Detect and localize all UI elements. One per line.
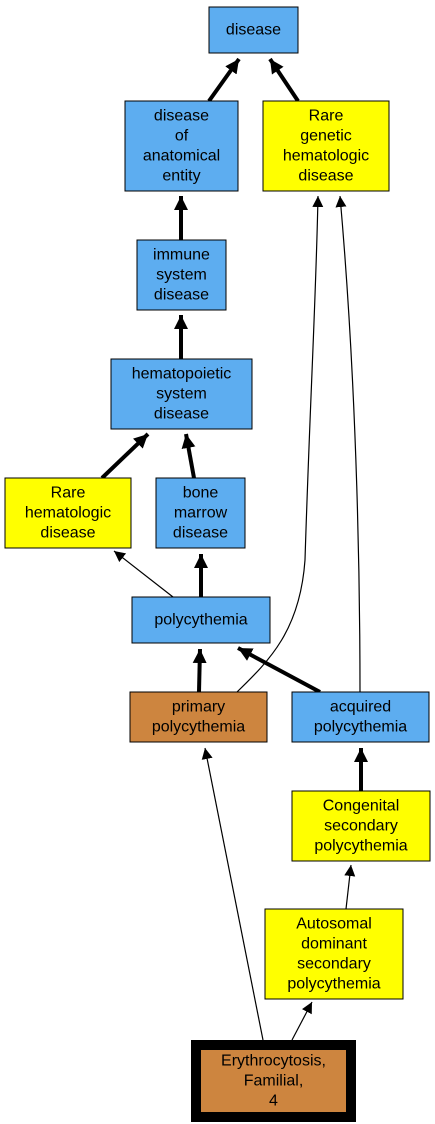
node-label-line: polycythemia (154, 612, 247, 629)
edge-erythrocytosis-familial-4-to-autosomal-dominant-secondary-polycythemia (291, 1001, 313, 1041)
node-label-line: disease (298, 168, 353, 185)
node-label-line: marrow (174, 505, 228, 522)
node-box (136, 239, 227, 311)
node-box (262, 100, 390, 192)
node-congenital-secondary-polycythemia[interactable]: Congenital secondary polycythemia (291, 790, 431, 862)
node-box (131, 596, 271, 644)
node-label-line: immune (153, 247, 210, 264)
node-label-line: disease (154, 406, 209, 423)
node-label-line: acquired (330, 699, 391, 716)
edge-rare-genetic-hematologic-disease-to-disease (268, 57, 300, 103)
edges-layer (100, 57, 368, 1041)
node-immune-system-disease[interactable]: immune system disease (136, 239, 227, 311)
node-label-line: Congenital (323, 798, 400, 815)
node-box (155, 477, 246, 549)
node-bone-marrow-disease[interactable]: bone marrow disease (155, 477, 246, 549)
node-label-line: disease (226, 22, 281, 39)
node-label-line: Autosomal (296, 916, 372, 933)
node-rare-genetic-hematologic-disease[interactable]: Rare genetic hematologic disease (262, 100, 390, 192)
node-label-line: bone (183, 485, 219, 502)
node-box (110, 358, 253, 430)
node-label-line: polycythemia (314, 719, 407, 736)
node-label-line: disease (173, 525, 228, 542)
node-label-line: hematologic (25, 505, 111, 522)
edge-primary-polycythemia-to-rare-genetic-hematologic-disease (236, 195, 324, 693)
node-label-line: anatomical (143, 148, 220, 165)
node-box (4, 477, 132, 549)
node-erythrocytosis-familial-4[interactable]: Erythrocytosis, Familial, 4 (191, 1040, 356, 1122)
node-label-line: genetic (300, 128, 352, 145)
node-label-line: polycythemia (287, 976, 380, 993)
edge-autosomal-dominant-secondary-polycythemia-to-congenital-secondary-polycythemia (344, 864, 356, 910)
node-label-line: disease (154, 287, 209, 304)
node-label-line: entity (162, 168, 200, 185)
node-label-line: 4 (269, 1093, 278, 1110)
node-label-line: disease (40, 525, 95, 542)
node-label-line: secondary (324, 818, 398, 835)
node-autosomal-dominant-secondary-polycythemia[interactable]: Autosomal dominant secondary polycythemia (264, 908, 404, 1000)
node-label-line: disease (154, 108, 209, 125)
node-box (264, 908, 404, 1000)
node-polycythemia[interactable]: polycythemia (131, 596, 271, 644)
node-label-line: Erythrocytosis, (221, 1053, 326, 1070)
node-label-line: Rare (309, 108, 344, 125)
edge-bone-marrow-disease-to-hematopoietic-system-disease (181, 433, 196, 479)
node-label-line: primary (172, 699, 225, 716)
node-label-line: Rare (51, 485, 86, 502)
node-label-line: system (156, 267, 207, 284)
node-label-line: dominant (301, 936, 367, 953)
nodes-layer: diseasediseaseofanatomicalentityRaregene… (4, 6, 431, 1122)
node-disease-of-anatomical-entity[interactable]: disease of anatomical entity (124, 100, 239, 192)
node-primary-polycythemia[interactable]: primary polycythemia (129, 691, 268, 743)
node-label-line: of (175, 128, 189, 145)
node-label-line: secondary (297, 956, 371, 973)
node-rare-hematologic-disease[interactable]: Rare hematologic disease (4, 477, 132, 549)
edge-acquired-polycythemia-to-rare-genetic-hematologic-disease (335, 195, 361, 693)
node-box (191, 1040, 356, 1122)
edge-erythrocytosis-familial-4-to-primary-polycythemia (201, 747, 264, 1041)
node-box (124, 100, 239, 192)
node-box (208, 6, 299, 54)
node-hematopoietic-system-disease[interactable]: hematopoietic system disease (110, 358, 253, 430)
edge-disease-of-anatomical-entity-to-disease (207, 57, 241, 103)
edge-acquired-polycythemia-to-polycythemia (237, 646, 321, 694)
node-box (291, 691, 430, 743)
node-label-line: polycythemia (152, 719, 245, 736)
edge-polycythemia-to-rare-hematologic-disease (113, 550, 174, 598)
node-label-line: system (156, 386, 207, 403)
node-acquired-polycythemia[interactable]: acquired polycythemia (291, 691, 430, 743)
node-label-line: hematologic (283, 148, 369, 165)
node-label-line: polycythemia (314, 838, 407, 855)
node-box (291, 790, 431, 862)
edge-rare-hematologic-disease-to-hematopoietic-system-disease (100, 432, 150, 480)
node-box (129, 691, 268, 743)
node-label-line: hematopoietic (132, 366, 232, 383)
node-label-line: Familial, (244, 1073, 304, 1090)
node-disease[interactable]: disease (208, 6, 299, 54)
edge-primary-polycythemia-to-polycythemia (192, 648, 207, 693)
